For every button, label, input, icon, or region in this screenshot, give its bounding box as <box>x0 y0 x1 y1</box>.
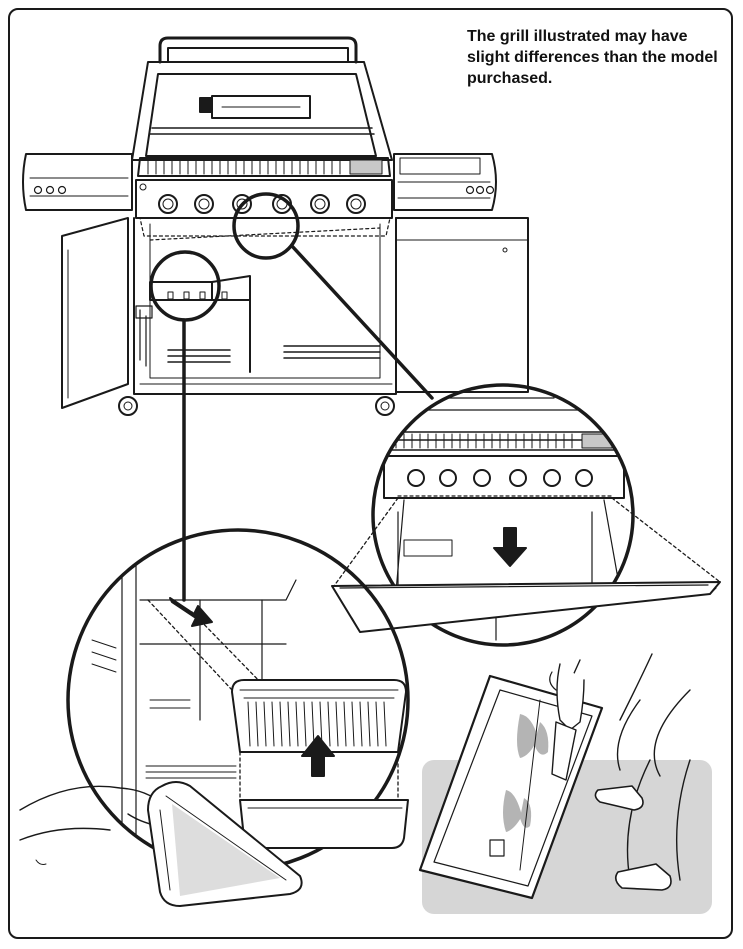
caster-right <box>375 396 395 416</box>
disclaimer-note: The grill illustrated may have slight di… <box>467 28 718 87</box>
control-panel <box>135 179 393 219</box>
caster-left <box>118 396 138 416</box>
illustration-frame <box>8 8 733 939</box>
grease-cup <box>239 799 409 849</box>
grease-cup-detail <box>19 528 410 907</box>
callout-ring-drip-tray <box>232 192 300 260</box>
lift-up-arrow <box>301 735 335 777</box>
drip-tray-detail <box>331 383 721 647</box>
callout-ring-grease-cup <box>149 250 221 322</box>
grease-box <box>149 281 213 301</box>
left-side-shelf <box>22 153 133 211</box>
control-knobs <box>158 194 366 214</box>
grease-smear-upper <box>517 714 538 758</box>
lid-handle <box>158 36 358 64</box>
pull-down-arrow <box>493 527 527 567</box>
left-shoe <box>594 785 644 811</box>
cooking-grates <box>137 157 391 177</box>
slide-out-arrow <box>169 597 213 627</box>
connector-drip-tray <box>290 244 434 400</box>
grill-overview <box>22 36 529 416</box>
grill-cabinet <box>133 217 397 395</box>
grill-lid <box>131 61 393 161</box>
scraper-tool <box>551 721 577 781</box>
open-cabinet-door <box>61 217 129 409</box>
right-side-shelf <box>393 153 497 211</box>
tray-cleaning-scene <box>418 653 712 914</box>
grease-smear-lower <box>503 790 522 832</box>
right-shoe <box>614 863 672 891</box>
